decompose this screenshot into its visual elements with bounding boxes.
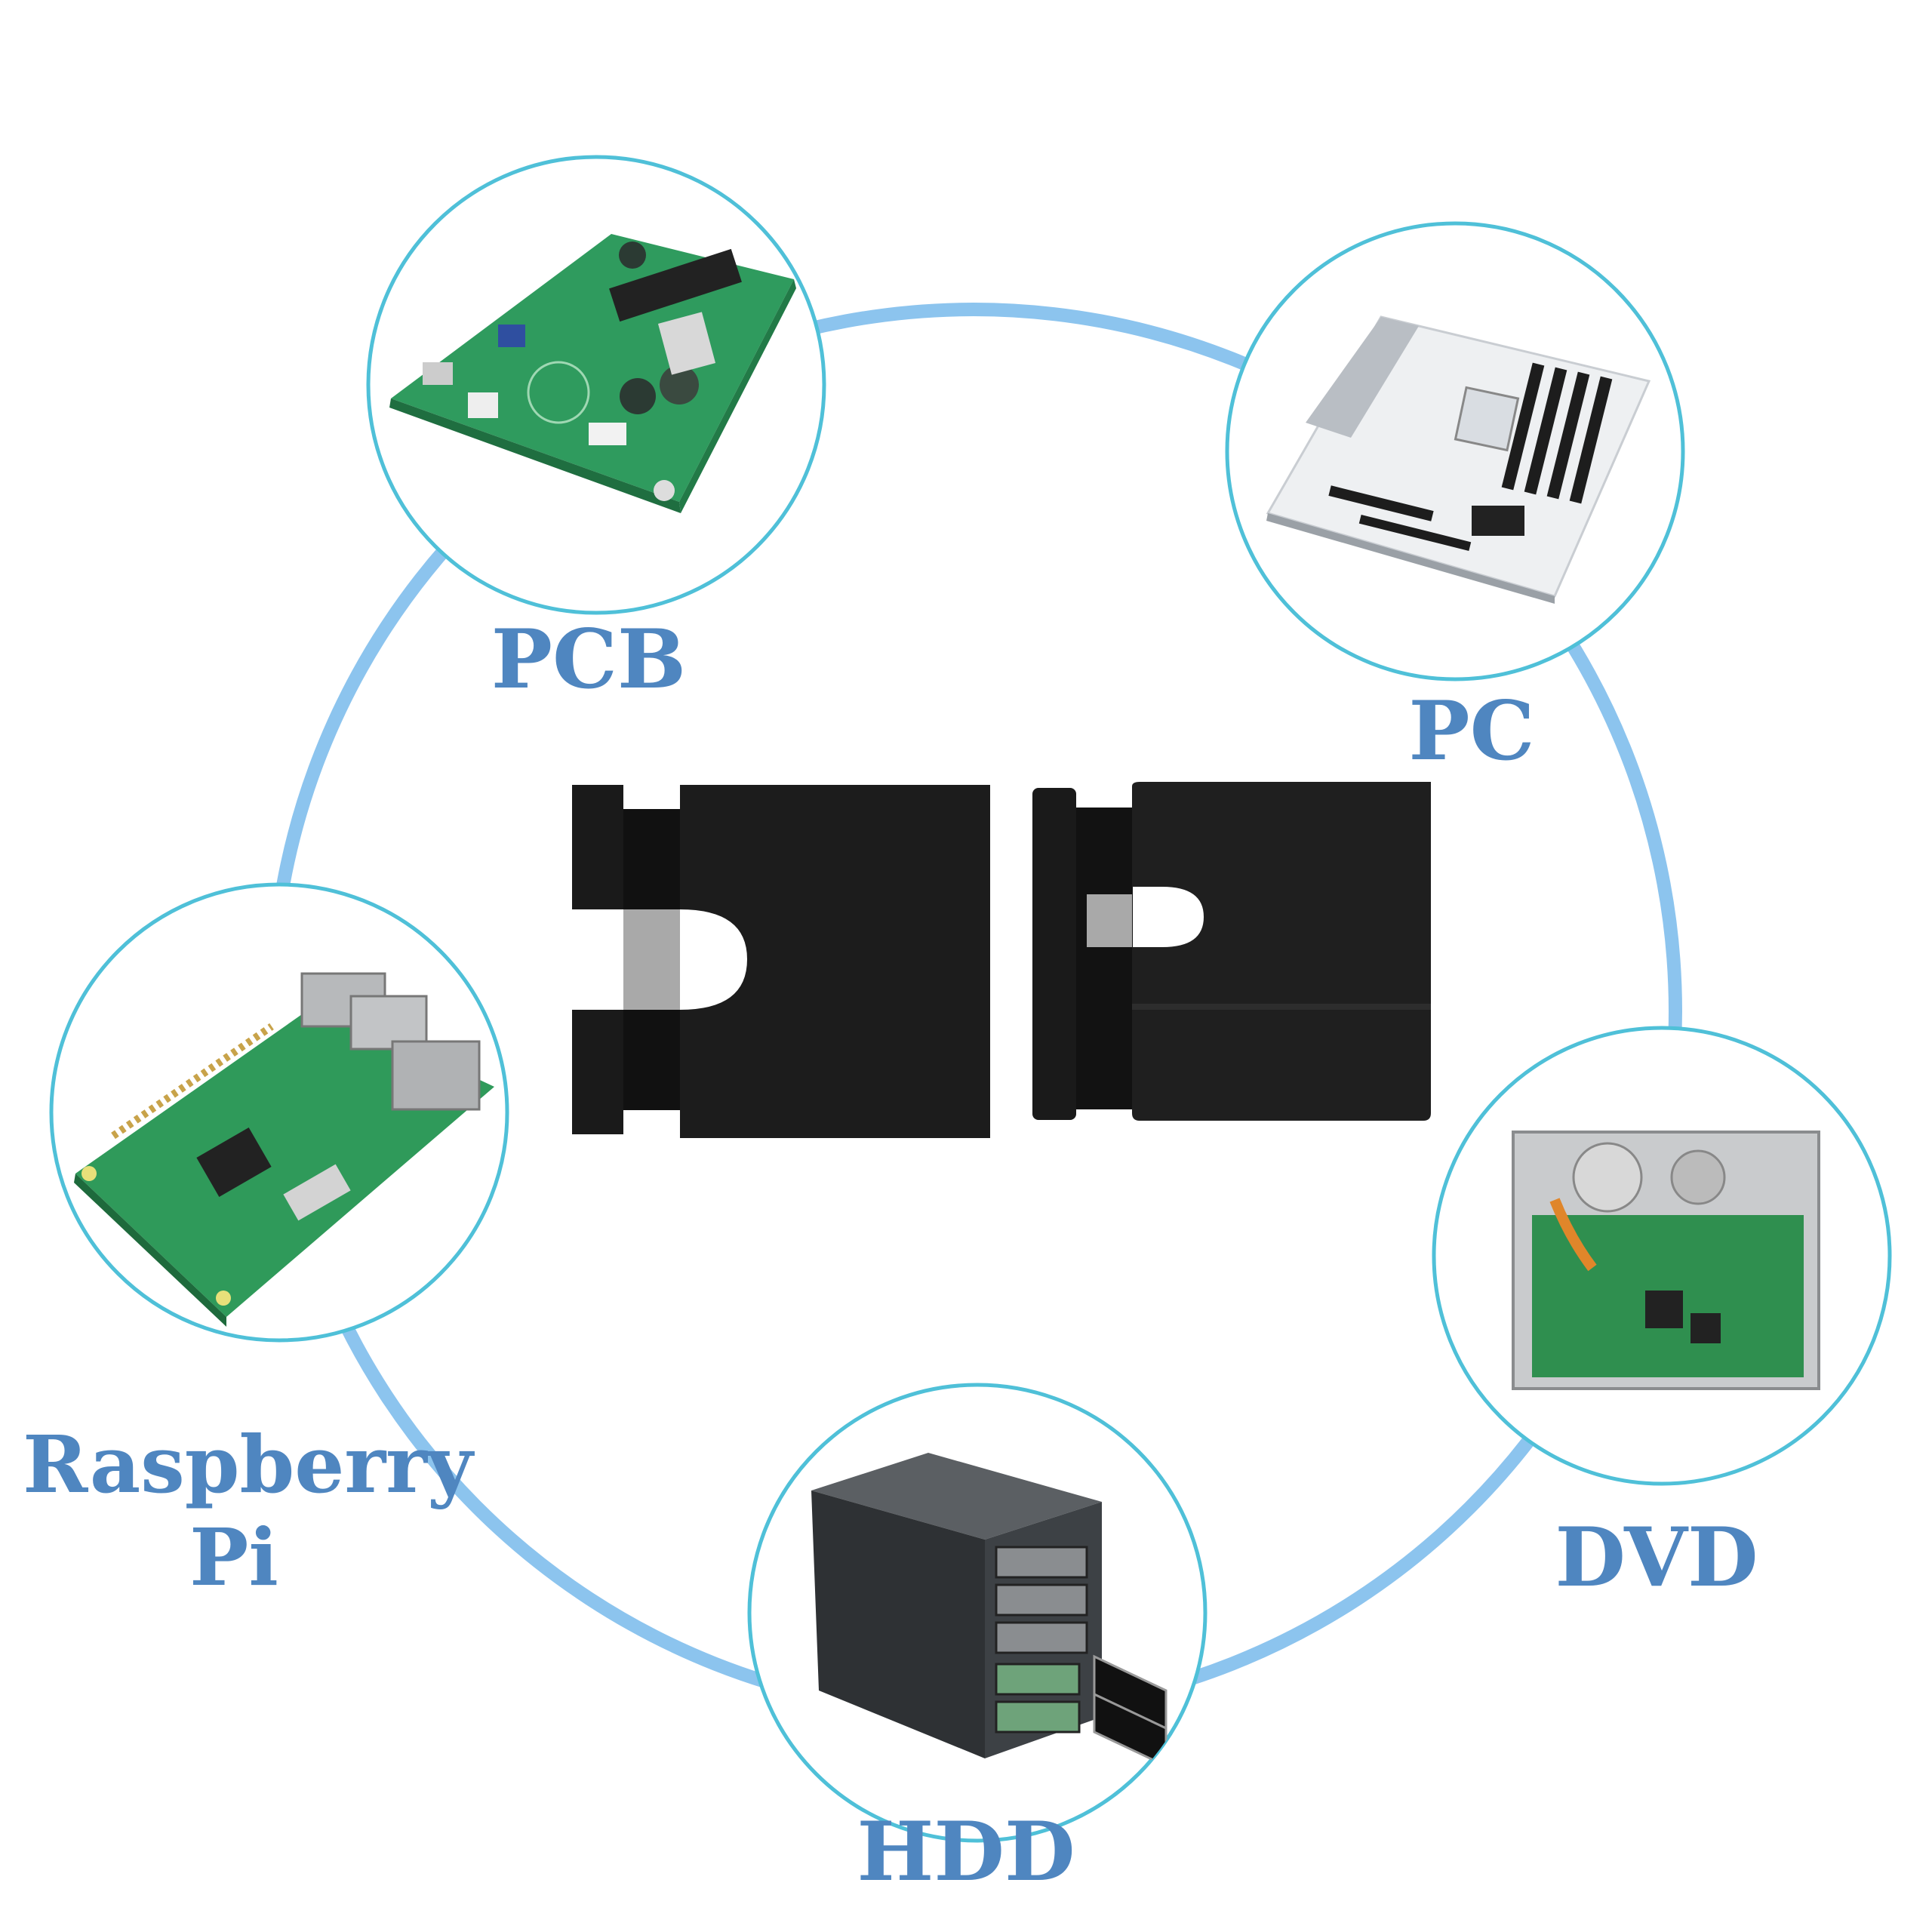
jumper-cap-icon — [572, 782, 1431, 1138]
pc-item — [1225, 221, 1685, 681]
dvd-label: DVD — [1555, 1510, 1758, 1605]
hdd-enclosure-icon — [811, 1453, 1168, 1768]
pcb-board-icon — [389, 234, 796, 513]
dvd-item — [1432, 1026, 1892, 1486]
hdd-label: HDD — [857, 1804, 1075, 1900]
raspberry-pi-label: Raspberry Pi — [23, 1418, 473, 1604]
dvd-drive-icon — [1512, 1131, 1820, 1390]
jumper-right — [1032, 782, 1431, 1121]
jumper-left — [572, 785, 990, 1138]
pcb-item — [366, 155, 826, 615]
pc-label: PC — [1408, 684, 1535, 779]
hdd-item — [747, 1383, 1208, 1843]
raspberry-pi-item — [49, 882, 509, 1343]
pcb-label: PCB — [491, 612, 687, 707]
raspberry-pi-label-line1: Raspberry — [23, 1418, 473, 1511]
raspberry-pi-label-line2: Pi — [189, 1510, 278, 1604]
raspberry-pi-board-icon — [74, 972, 494, 1327]
motherboard-icon — [1266, 315, 1651, 604]
